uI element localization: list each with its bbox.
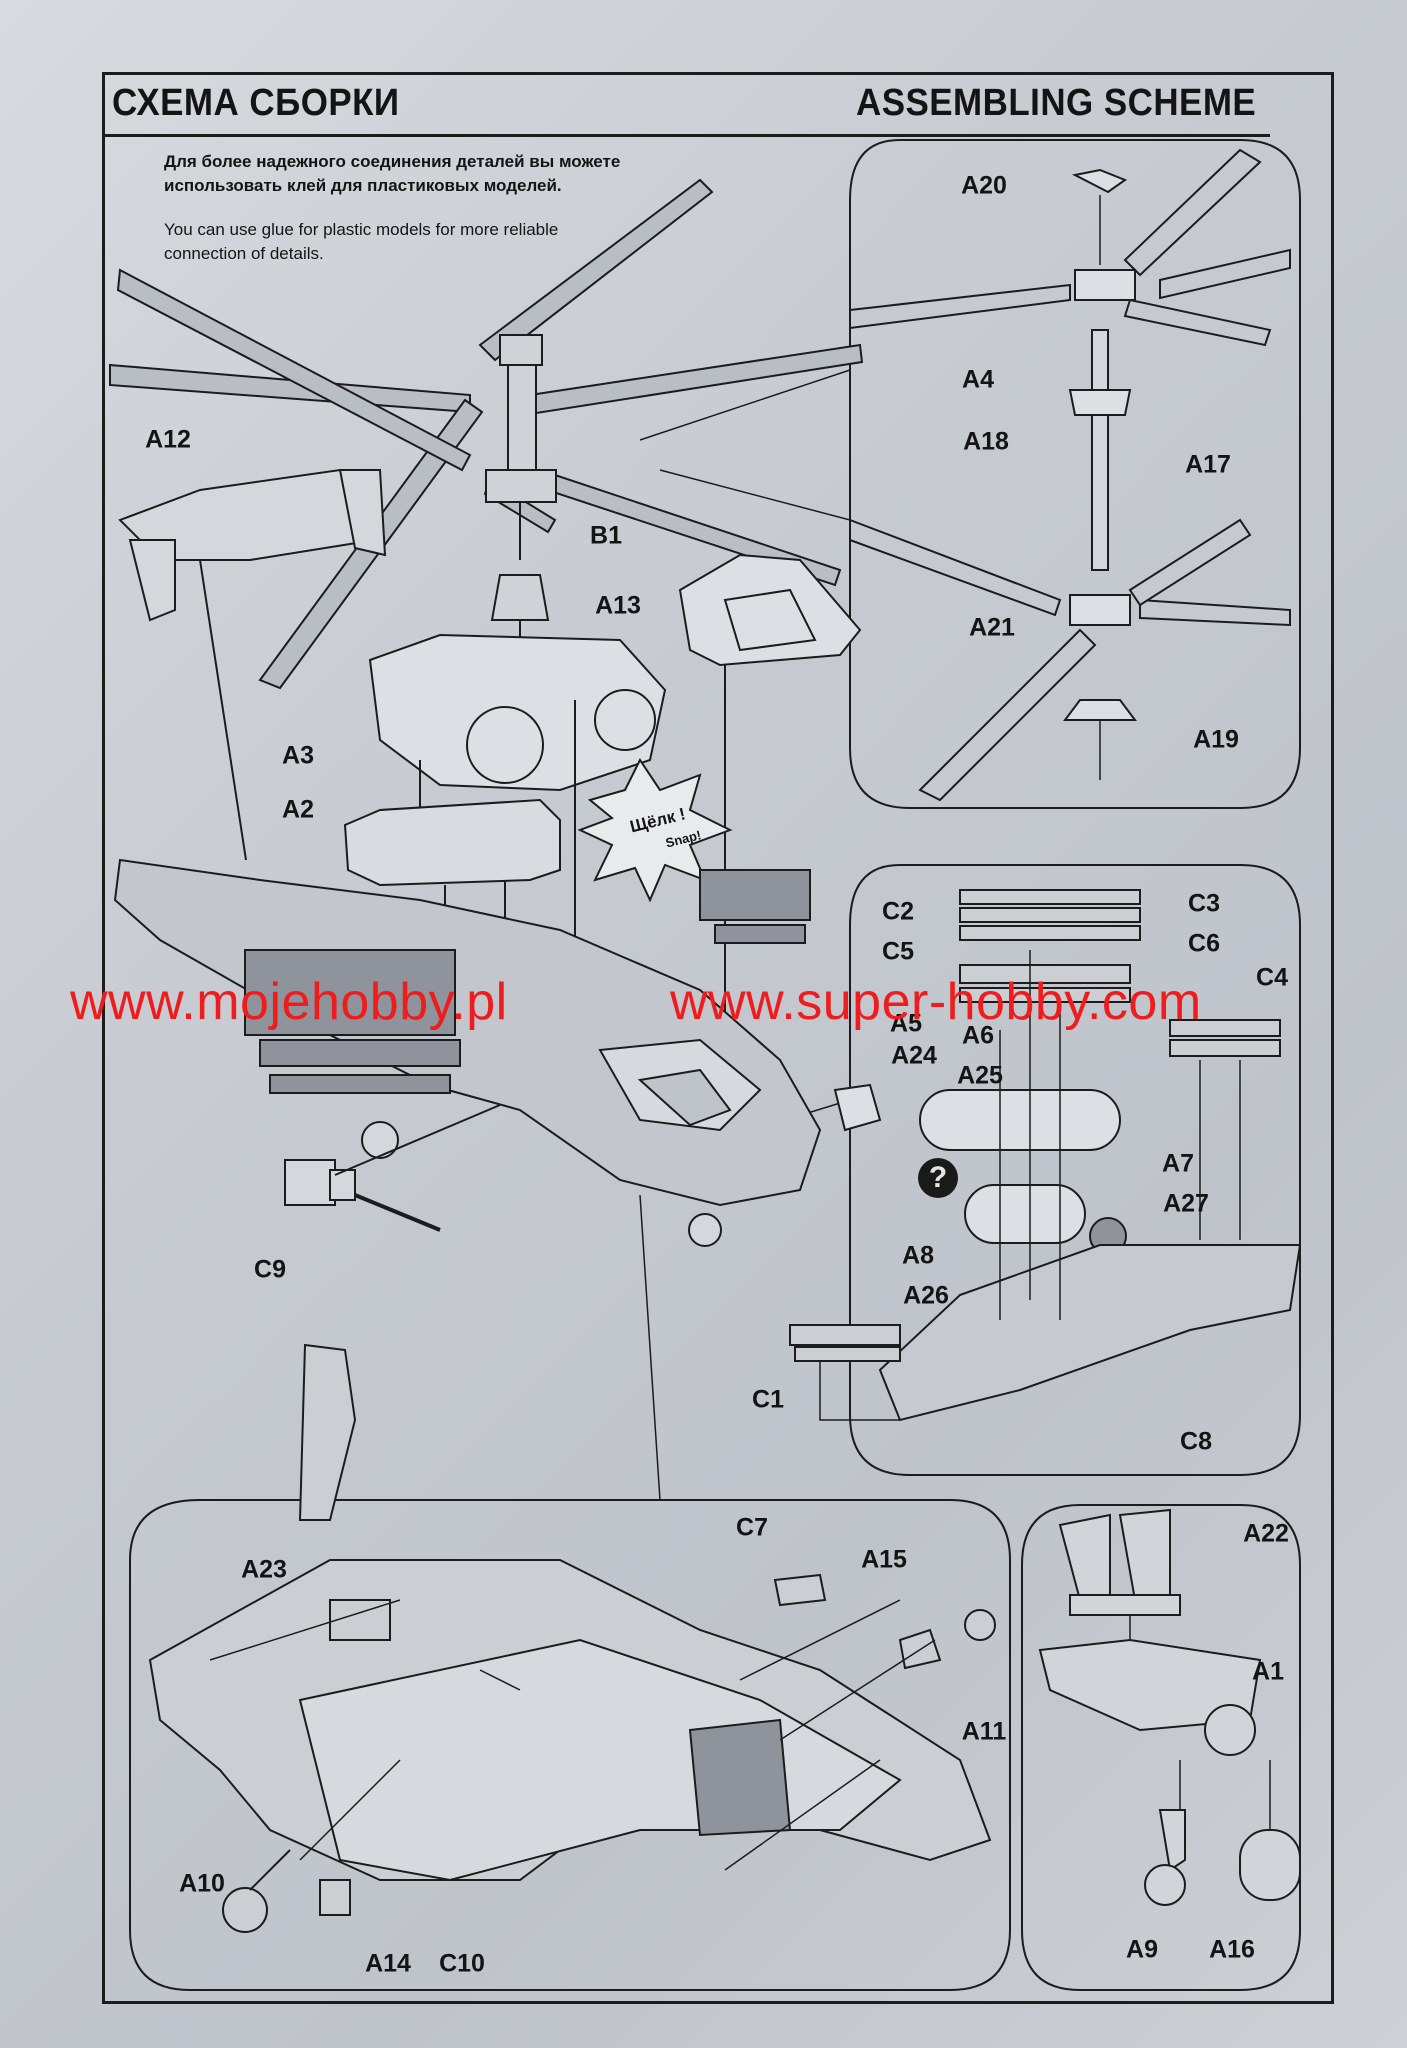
- fuselage-arrows: [209, 1599, 936, 1871]
- label-a2: A2: [282, 795, 314, 824]
- label-a4: A4: [962, 365, 994, 394]
- label-c9: C9: [254, 1255, 286, 1284]
- label-a24: A24: [891, 1041, 937, 1070]
- panel-leader-lines: [639, 369, 851, 1501]
- label-a1: A1: [1252, 1657, 1284, 1686]
- label-a11: A11: [961, 1717, 1007, 1746]
- label-c5: C5: [882, 937, 914, 966]
- label-a3: A3: [282, 741, 314, 770]
- label-a8: A8: [902, 1241, 934, 1270]
- cockpit-detail-illustration: [1038, 1508, 1301, 1906]
- weapons-arrows: [819, 950, 1241, 1421]
- fuselage-detail-panel: [129, 1499, 1011, 1991]
- canopy-part-b1: [678, 553, 862, 1100]
- wing-rockets-illustration: [244, 869, 811, 1094]
- watermark-left: www.mojehobby.pl: [70, 973, 508, 1031]
- label-a16: A16: [1209, 1935, 1255, 1964]
- label-a7: A7: [1162, 1149, 1194, 1178]
- label-a6: A6: [962, 1021, 994, 1050]
- rotor-detail-panel: [849, 139, 1301, 809]
- label-c10: C10: [439, 1949, 485, 1978]
- label-a26: A26: [903, 1281, 949, 1310]
- glue-note-russian: Для более надежного соединения деталей в…: [164, 152, 621, 195]
- label-a9: A9: [1126, 1935, 1158, 1964]
- label-a22: A22: [1243, 1519, 1289, 1548]
- label-a19: A19: [1193, 725, 1239, 754]
- weapons-detail-panel: [849, 864, 1301, 1476]
- fuselage-illustration: [113, 858, 822, 1207]
- label-c4: C4: [1256, 963, 1288, 992]
- label-a10: A10: [179, 1869, 225, 1898]
- label-c6: C6: [1188, 929, 1220, 958]
- label-a14: A14: [365, 1949, 411, 1978]
- cockpit-detail-panel: [1021, 1504, 1301, 1991]
- stabilizer-part-a12: [118, 468, 387, 861]
- weapons-detail-illustration: [789, 889, 1302, 1422]
- label-a18: A18: [963, 427, 1009, 456]
- label-c7: C7: [736, 1513, 768, 1542]
- label-c8: C8: [1180, 1427, 1212, 1456]
- rotor-detail-illustration: [849, 148, 1291, 802]
- label-c2: C2: [882, 897, 914, 926]
- page-frame: [102, 72, 1334, 2004]
- label-a20: A20: [961, 171, 1007, 200]
- landing-gear-illustration: [361, 1121, 722, 1247]
- glue-note-english: You can use glue for plastic models for …: [164, 220, 559, 263]
- label-a5: A5: [890, 1009, 922, 1038]
- rotor-mast-illustration: [485, 334, 557, 670]
- watermark-right: www.super-hobby.com: [670, 973, 1202, 1031]
- label-a15: A15: [861, 1545, 907, 1574]
- question-badge: ?: [918, 1158, 958, 1198]
- label-b1: B1: [590, 521, 622, 550]
- label-a27: A27: [1163, 1189, 1209, 1218]
- engine-cowling-part-a3: [368, 633, 667, 1020]
- title-russian: СХЕМА СБОРКИ: [112, 82, 400, 124]
- label-a23: A23: [241, 1555, 287, 1584]
- header-rule: [104, 134, 1270, 137]
- label-a13: A13: [595, 591, 641, 620]
- label-c3: C3: [1188, 889, 1220, 918]
- label-a17: A17: [1185, 450, 1231, 479]
- title-english: ASSEMBLING SCHEME: [856, 82, 1257, 124]
- label-a12: A12: [145, 425, 191, 454]
- label-a21: A21: [969, 613, 1015, 642]
- label-c1: C1: [752, 1385, 784, 1414]
- gun-part-c9: [284, 1104, 501, 1232]
- label-a25: A25: [957, 1061, 1003, 1090]
